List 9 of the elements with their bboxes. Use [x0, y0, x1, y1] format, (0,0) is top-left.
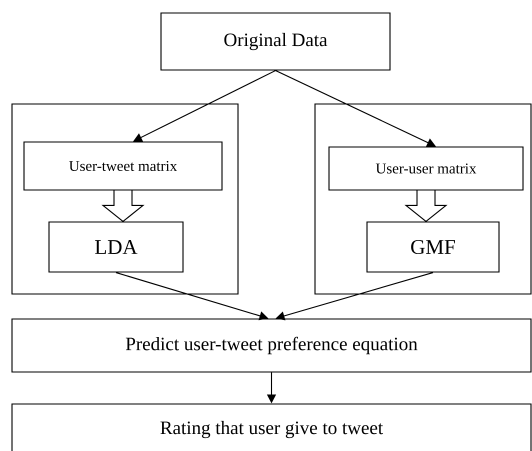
process-box: Rating that user give to tweet: [11, 403, 532, 451]
process-box: LDA: [48, 221, 184, 273]
block-arrow: [404, 190, 448, 222]
process-box: GMF: [366, 221, 500, 273]
process-box: Predict user-tweet preference equation: [11, 318, 532, 373]
process-box: Original Data: [160, 12, 391, 71]
process-box: User-tweet matrix: [23, 141, 223, 191]
block-arrow: [101, 190, 145, 222]
process-box: User-user matrix: [328, 146, 524, 191]
